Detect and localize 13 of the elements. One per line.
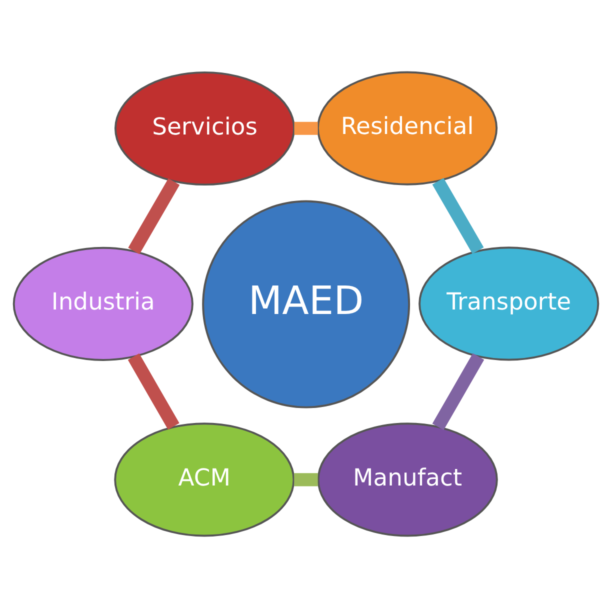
node-circle: MAED xyxy=(202,200,410,408)
node-ellipse: Manufact xyxy=(317,422,498,536)
node-ellipse: Transporte xyxy=(418,246,600,360)
connector xyxy=(294,472,318,486)
node-ellipse: Residencial xyxy=(316,70,498,185)
connector xyxy=(294,121,318,134)
node-ellipse: ACM xyxy=(114,422,295,536)
connector xyxy=(128,352,180,430)
connector xyxy=(432,177,484,254)
connector xyxy=(432,352,484,430)
connector xyxy=(128,178,180,254)
node-ellipse: Industria xyxy=(12,246,194,360)
node-ellipse: Servicios xyxy=(114,70,296,186)
